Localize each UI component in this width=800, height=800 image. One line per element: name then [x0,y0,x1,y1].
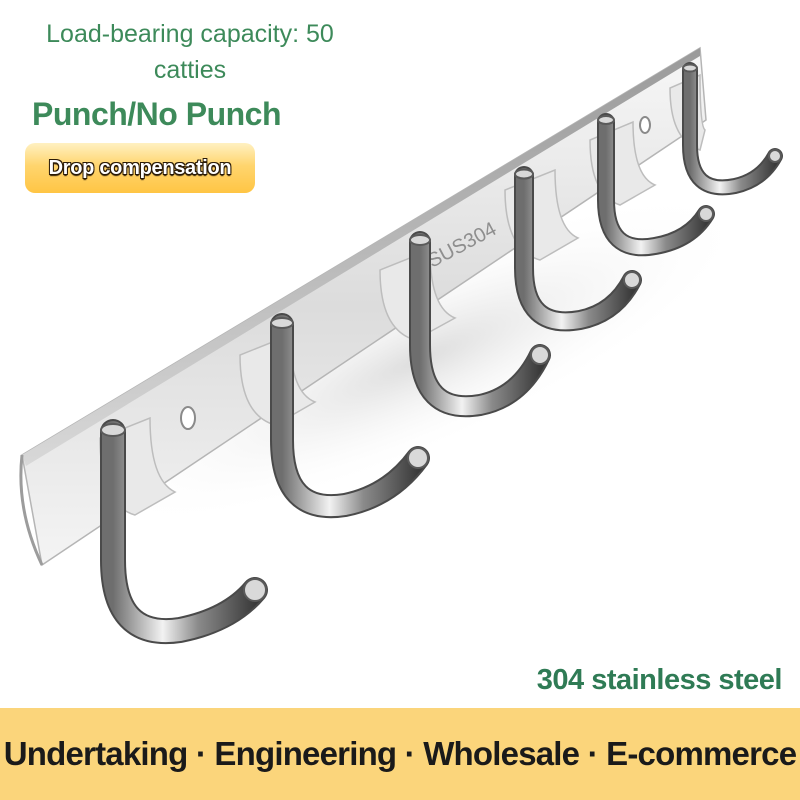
banner-text: Undertaking · Engineering · Wholesale · … [3,735,797,772]
bottom-banner: Undertaking · Engineering · Wholesale · … [0,708,800,800]
punch-option-label: Punch/No Punch [32,96,282,132]
drop-compensation-badge: Drop compensation [25,143,255,193]
material-label: 304 stainless steel [536,664,783,696]
drop-compensation-text: Drop compensation [48,156,232,179]
load-capacity-line2: catties [153,56,227,84]
load-capacity-line1: Load-bearing capacity: 50 [46,20,334,48]
